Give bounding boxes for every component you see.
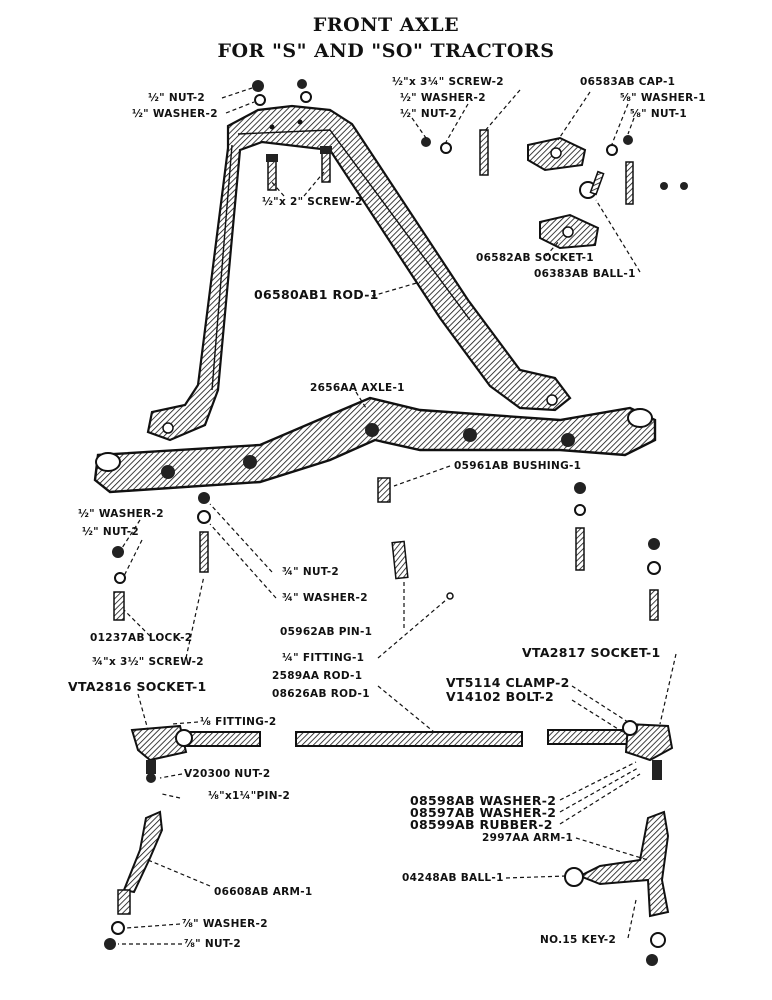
label-bolt: V14102 BOLT-2 bbox=[446, 689, 555, 704]
label-axle: 2656AA AXLE-1 bbox=[310, 382, 405, 394]
label-bushing: 05961AB BUSHING-1 bbox=[454, 460, 582, 472]
label-arm-2997: 2997AA ARM-1 bbox=[482, 832, 574, 844]
radius-rod-part bbox=[146, 104, 572, 442]
label-quarter-fitting: ¼" FITTING-1 bbox=[282, 652, 365, 664]
label-ball-06383: 06383AB BALL-1 bbox=[534, 268, 636, 280]
label-washer-08597: 08597AB WASHER-2 bbox=[410, 805, 557, 820]
axle-hardware bbox=[112, 477, 661, 621]
label-5-8-nut: ⅝" NUT-1 bbox=[630, 108, 687, 120]
label-half-x3q-screw: ½"x 3¼" SCREW-2 bbox=[392, 76, 504, 88]
axle-beam-part bbox=[93, 396, 657, 494]
label-key: NO.15 KEY-2 bbox=[540, 934, 617, 946]
title-line-1: FRONT AXLE bbox=[312, 14, 460, 36]
label-rod-08626: 08626AB ROD-1 bbox=[272, 688, 370, 700]
label-half-x2-screw: ½"x 2" SCREW-2 bbox=[262, 196, 363, 208]
label-arm-06608: 06608AB ARM-1 bbox=[214, 886, 313, 898]
label-rod-2589: 2589AA ROD-1 bbox=[272, 670, 363, 682]
label-socket-vta2817: VTA2817 SOCKET-1 bbox=[522, 645, 661, 660]
steering-arms bbox=[104, 810, 670, 966]
label-nut-v20300: V20300 NUT-2 bbox=[184, 768, 271, 780]
top-hardware bbox=[252, 79, 489, 191]
label-socket-vta2816: VTA2816 SOCKET-1 bbox=[68, 679, 207, 694]
tie-rod-assembly bbox=[130, 720, 674, 783]
label-half-nut-top: ½" NUT-2 bbox=[148, 92, 205, 104]
label-3-4-washer: ¾" WASHER-2 bbox=[282, 592, 368, 604]
label-clamp: VT5114 CLAMP-2 bbox=[446, 675, 570, 690]
label-half-washer-mid: ½" WASHER-2 bbox=[400, 92, 486, 104]
label-lock: 01237AB LOCK-2 bbox=[90, 632, 193, 644]
label-7-8-nut: ⅞" NUT-2 bbox=[184, 938, 241, 950]
label-3-4-screw: ¾"x 3½" SCREW-2 bbox=[92, 656, 204, 668]
ball-socket-assembly bbox=[527, 135, 688, 250]
label-7-8-washer: ⅞" WASHER-2 bbox=[182, 918, 268, 930]
label-eighth-fitting: ⅛ FITTING-2 bbox=[200, 716, 277, 728]
label-3-4-nut: ¾" NUT-2 bbox=[282, 566, 339, 578]
label-half-nut-left: ½" NUT-2 bbox=[82, 526, 139, 538]
label-ball-04248: 04248AB BALL-1 bbox=[402, 872, 504, 884]
title-line-2: FOR "S" AND "SO" TRACTORS bbox=[217, 40, 555, 62]
label-half-washer-top: ½" WASHER-2 bbox=[132, 108, 218, 120]
label-socket-06582: 06582AB SOCKET-1 bbox=[476, 252, 594, 264]
label-cap: 06583AB CAP-1 bbox=[580, 76, 676, 88]
label-rod-06580: 06580AB1 ROD-1 bbox=[254, 287, 379, 302]
label-eighth-pin: ⅛"x1¼"PIN-2 bbox=[208, 790, 291, 802]
label-half-washer-left: ½" WASHER-2 bbox=[78, 508, 164, 520]
label-half-nut-mid: ½" NUT-2 bbox=[400, 108, 457, 120]
label-5-8-washer: ⅝" WASHER-1 bbox=[620, 92, 706, 104]
label-washer-08598: 08598AB WASHER-2 bbox=[410, 793, 557, 808]
label-rubber-08599: 08599AB RUBBER-2 bbox=[410, 817, 553, 832]
leader-lines bbox=[118, 87, 677, 945]
label-pin-05962: 05962AB PIN-1 bbox=[280, 626, 373, 638]
